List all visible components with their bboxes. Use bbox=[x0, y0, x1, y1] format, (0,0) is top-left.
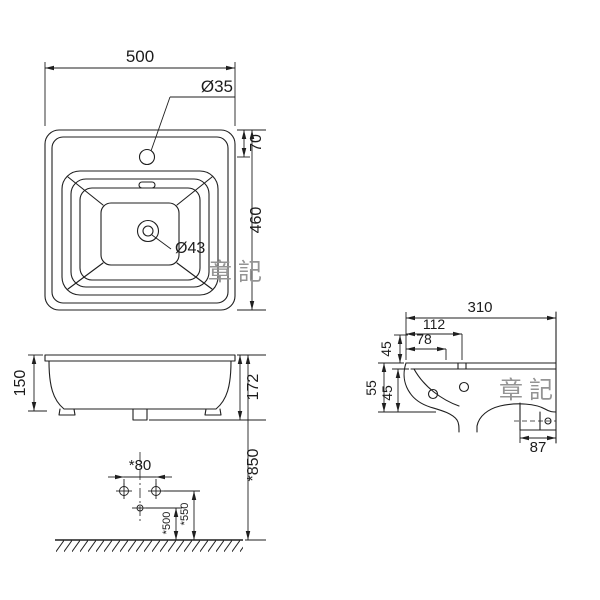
bowl-corner-line bbox=[67, 176, 104, 206]
watermark-stamp: 章記 bbox=[208, 258, 268, 286]
side-view: 310 112 78 45 55 45 87 章記 bbox=[363, 299, 559, 456]
plan-view: 500 Ø35 70 460 Ø43 章記 bbox=[44, 47, 268, 311]
depth-label: 460 bbox=[248, 207, 265, 234]
bowl-opening bbox=[61, 170, 219, 296]
front-view: 150 172 *850 *80 *500 *550 bbox=[12, 354, 266, 541]
basin-foot-left bbox=[58, 408, 76, 416]
front-height-label: 172 bbox=[245, 374, 262, 401]
bowl-corner-line bbox=[67, 262, 104, 290]
drain-wall-label: 87 bbox=[530, 439, 547, 456]
fixing-hole bbox=[427, 388, 439, 400]
dim-112-label: 112 bbox=[423, 316, 446, 332]
drain-hole-outer bbox=[136, 219, 160, 243]
leader-line bbox=[150, 96, 171, 152]
drain-dia-label: Ø43 bbox=[175, 240, 205, 257]
basin-outer-rim bbox=[44, 129, 236, 311]
faucet-hole bbox=[138, 148, 156, 166]
watermark-stamp: 章記 bbox=[499, 376, 559, 404]
faucet-dia-label: Ø35 bbox=[201, 77, 233, 96]
basin-front-rim bbox=[44, 354, 236, 362]
deck-drop-label: 45 bbox=[378, 341, 394, 357]
fixing-hole bbox=[458, 381, 470, 393]
install-height-label: *850 bbox=[245, 448, 262, 481]
hole-spacing-label: *80 bbox=[129, 457, 152, 474]
dim-width-label: 500 bbox=[126, 47, 154, 66]
basin-foot-right bbox=[204, 408, 222, 416]
basin-underside-profile bbox=[476, 403, 557, 433]
leader-line bbox=[151, 234, 172, 250]
bowl-contour bbox=[70, 178, 210, 288]
basin-height-label: 150 bbox=[12, 370, 29, 397]
height-550-label: *550 bbox=[179, 503, 191, 526]
ground-hatching bbox=[55, 539, 243, 552]
ground-hatch bbox=[56, 540, 243, 552]
basin-front-body bbox=[48, 360, 232, 410]
bowl-corner-line bbox=[176, 176, 213, 206]
bowl-inner-profile bbox=[413, 368, 460, 407]
drain-outlet-stub bbox=[132, 408, 148, 421]
height-500-label: *500 bbox=[161, 512, 173, 535]
drain-hole-inner bbox=[142, 225, 154, 237]
basin-front-profile bbox=[403, 362, 460, 433]
faucet-offset-label: 70 bbox=[248, 134, 265, 152]
bowl-corner-line bbox=[176, 262, 213, 290]
overflow-slot bbox=[138, 181, 156, 189]
side-depth-label: 310 bbox=[467, 299, 492, 316]
dim-78-label: 78 bbox=[416, 331, 432, 347]
apron-height-label: 55 bbox=[363, 380, 379, 396]
mounting-bracket bbox=[519, 402, 541, 431]
basin-inner-rim bbox=[51, 136, 229, 304]
lip-bottom-label: 45 bbox=[379, 385, 395, 401]
bowl-bottom bbox=[100, 202, 180, 266]
